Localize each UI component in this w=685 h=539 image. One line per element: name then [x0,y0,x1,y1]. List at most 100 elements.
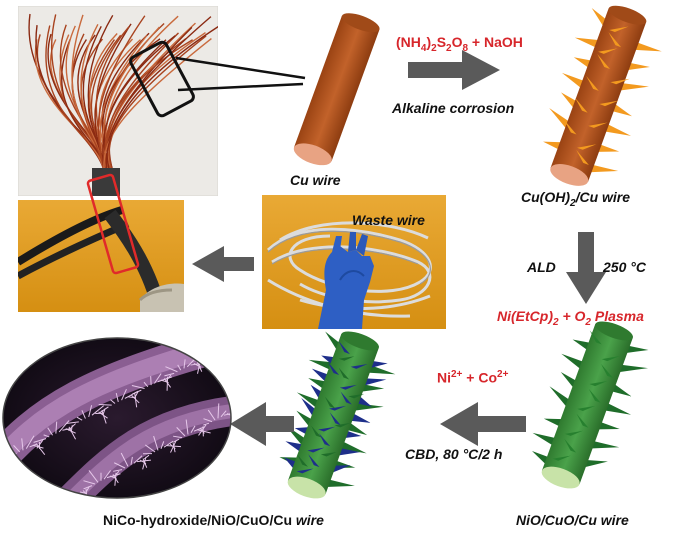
sem-nanoneedle [220,410,227,418]
sem-nanoneedle [219,342,231,351]
sem-nanoneedle [143,454,150,460]
nanowire-spike [325,331,341,351]
label-ald: ALD [527,259,556,275]
nanowire-spike [549,108,570,130]
sem-nanoneedle [43,434,50,438]
sem-nanoneedle [193,426,205,432]
nanowire-spike [326,479,355,488]
sem-nanoneedle [6,458,9,466]
nanowire-spike [573,57,592,69]
sem-nanoneedle [55,421,58,434]
nanowire-spike [598,48,618,54]
nanowire-spike [311,368,329,383]
nanowire-spike [577,144,597,150]
nanowire-spike [560,371,577,389]
sem-nanoneedle [131,389,142,395]
nanowire-spike [329,412,342,426]
label-waste-wire: Waste wire [352,212,425,228]
nanowire-spike [360,384,385,392]
cu-wire-illustration [293,13,380,166]
label-cu-wire: Cu wire [290,172,341,188]
sem-nanoneedle [172,442,176,453]
nanowire-spike [338,356,355,361]
copper-strand [103,38,212,173]
sem-nanoneedle [207,409,216,421]
sem-nanoneedle [131,385,145,389]
nanowire-spike [609,26,629,33]
sem-nanoneedle [47,427,53,436]
sem-nanoneedle [142,456,147,470]
sem-nanoneedle [114,470,120,476]
sem-nanoneedle [164,372,175,377]
nanowire-spike [285,441,304,453]
sem-nanoneedle [88,470,99,483]
sem-nanoneedle [115,392,119,402]
sem-nanoneedle [3,454,14,462]
nanowire-spike [318,426,336,432]
arrow-ald [566,232,606,304]
nanowire-spike [563,119,577,135]
nanowire-spike [308,378,327,389]
sem-nanoneedle [144,444,156,453]
label-alkaline-corrosion: Alkaline corrosion [392,100,515,116]
sem-nanoneedle [110,399,116,404]
nanowire-spike [367,365,396,375]
sem-nanoneedle [226,346,231,352]
nanowire-spike [334,422,351,428]
nanowire-spike [532,451,549,465]
photo-cu-strands [18,6,218,196]
sem-nanoneedle [216,342,220,352]
nanowire-spike [319,433,331,447]
cable-highlight-box [86,173,140,275]
label-final-product: NiCo-hydroxide/NiO/CuO/Cu wire [103,512,324,528]
nanowire-spike [369,360,388,369]
cu-wire-callout [129,40,306,118]
sem-nanoneedle [143,381,149,388]
nanowire-spike [600,363,613,378]
nanowire-spike [611,383,632,397]
nanowire-spike [619,83,649,91]
nanowire-spike [343,430,362,439]
sem-nanoneedle [76,416,83,421]
sem-nanoneedle [88,405,93,417]
sem-nanoneedle [153,435,159,451]
nanowire-spike [597,421,620,430]
sem-nanoneedle [185,419,189,435]
nanowire-spike [590,440,620,449]
sem-nanoneedle [226,413,231,420]
nanowire-spike [625,345,649,354]
arrow-cbd [440,402,526,446]
arrow-step1 [408,50,500,90]
nanowire-spike [337,448,360,456]
nanowire-spike [599,100,619,107]
nanowire-spike [604,402,632,415]
nanowire-spike [589,330,602,345]
nanowire-spike [329,405,347,411]
sem-nanoneedle [203,418,213,423]
sem-nanoneedle [81,410,86,419]
nanowire-spike [549,386,570,408]
sem-nanoneedle [13,445,21,453]
sem-nanoneedle [85,486,90,493]
sem-nanoneedle [101,410,107,424]
sem-nanoneedle [166,374,172,381]
sem-nanoneedle [190,425,196,434]
sem-nanoneedle [5,456,11,467]
nanowire-spike [339,441,367,454]
nanowire-spike [543,141,563,150]
nanowire-spike [350,413,371,423]
sem-nanoneedle [3,459,15,471]
nanowire-spike [552,455,571,461]
sem-nanoneedle [130,456,133,465]
nanowire-spike [308,359,334,370]
nanowire-spike [296,392,320,409]
nanowire-spike [574,37,600,48]
nanowire-spike [601,356,620,362]
nanowire-spike [572,339,591,351]
nanowire-spike [589,164,619,173]
sem-nanoneedle [21,438,24,451]
nanowire-spike [561,353,584,370]
sem-nanoneedle [35,443,46,455]
nico-wire-illustration [279,331,396,499]
sem-nanoneedle [198,424,207,436]
